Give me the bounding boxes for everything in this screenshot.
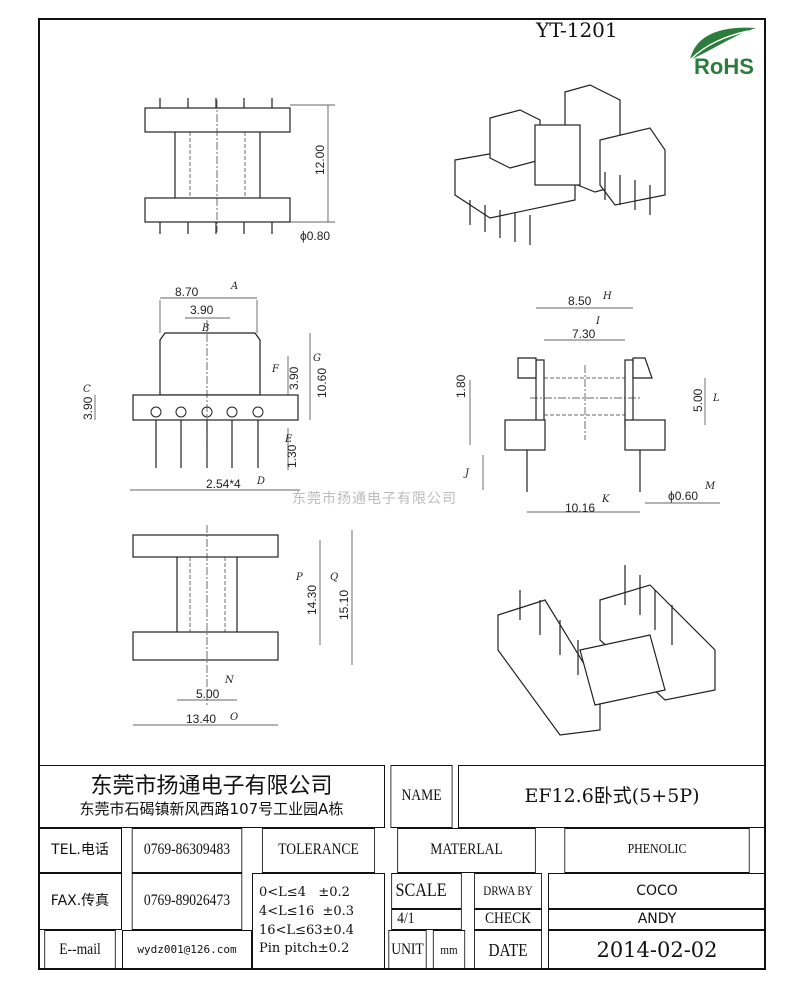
- tolerance-row: 4<L≤16 ±0.3: [259, 903, 355, 919]
- dim-1-80: 1.80: [454, 374, 468, 398]
- front-view: 8.70 A 3.90 B F 3.90 G 10.60 C 3.90 E 1.…: [81, 281, 329, 491]
- label-g: G: [313, 353, 321, 364]
- dim-o: 13.40: [186, 712, 216, 726]
- drawn-by-label: DRWA BY: [474, 873, 542, 909]
- dim-p: 14.30: [305, 585, 319, 615]
- company-address: 东莞市石碣镇新风西路107号工业园A栋: [79, 800, 344, 819]
- model-number: YT-1201: [536, 18, 618, 42]
- label-q: Q: [330, 572, 338, 583]
- label-f: F: [271, 364, 280, 375]
- technical-drawing: 12.00 ϕ0.80 8.70 A 3.90 B F 3.90 G 10.60…: [81, 84, 720, 736]
- side-view: 8.50 H 7.30 I 1.80 J 5.00 L 10.16 K ϕ0.6…: [454, 291, 720, 515]
- dim-b: 3.90: [190, 303, 214, 317]
- dim-m: ϕ0.60: [668, 489, 698, 503]
- scale-value: 4/1: [391, 909, 462, 930]
- label-o: O: [230, 712, 238, 723]
- dim-f: 3.90: [287, 366, 301, 390]
- dim-c: 3.90: [81, 396, 95, 420]
- label-a: A: [230, 281, 238, 292]
- scale-label: SCALE: [391, 873, 462, 909]
- tolerance-label: TOLERANCE: [261, 828, 376, 873]
- dim-g: 10.60: [315, 368, 329, 398]
- name-label: NAME: [390, 765, 453, 828]
- label-e: E: [284, 434, 293, 445]
- check-label: CHECK: [474, 909, 542, 930]
- tolerance-row: 0<L≤4 ±0.2: [259, 884, 350, 900]
- label-i: I: [595, 316, 601, 327]
- title-block: 东莞市扬通电子有限公司 东莞市石碣镇新风西路107号工业园A栋 NAME EF1…: [38, 765, 766, 970]
- email-label: E--mail: [44, 930, 116, 970]
- fax-value: 0769-89026473: [131, 873, 243, 930]
- label-k: K: [601, 494, 610, 505]
- dim-d: 2.54*4: [206, 477, 241, 491]
- email-value: wydz001@126.com: [122, 930, 252, 970]
- date-value: 2014-02-02: [548, 930, 766, 970]
- company-name: 东莞市扬通电子有限公司: [90, 774, 333, 800]
- label-b: B: [201, 323, 209, 334]
- rohs-logo: RoHS: [676, 22, 766, 80]
- dim-q: 15.10: [337, 590, 351, 620]
- tolerance-table: 0<L≤4 ±0.2 4<L≤16 ±0.3 16<L≤63±0.4 Pin p…: [252, 873, 385, 970]
- leaf-icon: [689, 27, 756, 61]
- check-value: ANDY: [548, 909, 766, 930]
- fax-label: FAX.传真: [38, 873, 122, 930]
- label-p: P: [295, 572, 303, 583]
- tolerance-row: Pin pitch±0.2: [259, 941, 350, 957]
- dim-i: 7.30: [572, 327, 596, 341]
- bottom-view: P 14.30 Q 15.10 N 5.00 13.40 O: [132, 525, 353, 726]
- drawn-by-value: COCO: [548, 873, 766, 909]
- label-j: J: [463, 468, 470, 479]
- dim-l: 5.00: [691, 388, 705, 412]
- company-cell: 东莞市扬通电子有限公司 东莞市石碣镇新风西路107号工业园A栋: [38, 765, 385, 828]
- label-n: N: [224, 675, 235, 686]
- tolerance-row: 16<L≤63±0.4: [259, 922, 355, 938]
- dim-e: 1.30: [285, 444, 299, 468]
- label-c: C: [83, 384, 91, 395]
- top-view: 12.00 ϕ0.80: [144, 98, 335, 243]
- label-l: L: [712, 393, 720, 404]
- dim-a: 8.70: [175, 285, 199, 299]
- name-value: EF12.6卧式(5+5P): [458, 765, 766, 828]
- unit-value: mm: [432, 930, 466, 970]
- iso-view-bottom: [497, 565, 716, 736]
- dim-length-12: 12.00: [313, 145, 327, 175]
- date-label: DATE: [474, 930, 542, 970]
- iso-view-top: [454, 84, 666, 245]
- label-h: H: [602, 291, 612, 302]
- unit-label: UNIT: [388, 930, 427, 970]
- rohs-text: RoHS: [694, 54, 754, 79]
- material-label: MATERLAL: [397, 828, 536, 873]
- label-m: M: [704, 481, 716, 492]
- dim-pin-dia: ϕ0.80: [300, 229, 330, 243]
- dim-h: 8.50: [568, 294, 592, 308]
- tel-value: 0769-86309483: [131, 828, 243, 873]
- dim-n: 5.00: [196, 687, 220, 701]
- tel-label: TEL.电话: [38, 828, 122, 873]
- watermark: 东莞市扬通电子有限公司: [292, 491, 457, 507]
- dim-k: 10.16: [565, 501, 595, 515]
- material-value: PHENOLIC: [564, 828, 750, 873]
- label-d: D: [256, 476, 265, 487]
